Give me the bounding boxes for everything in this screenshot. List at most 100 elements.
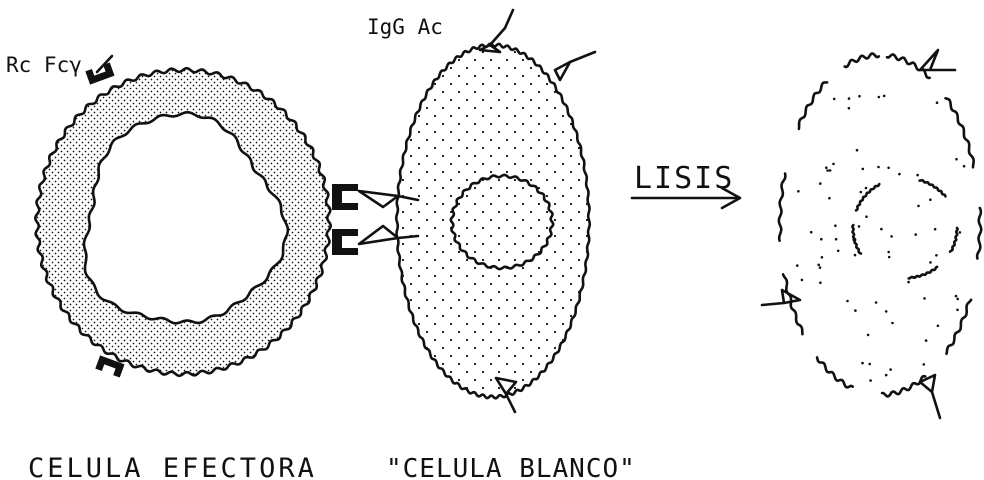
debris-dot	[848, 107, 851, 110]
membrane-fragment	[947, 300, 972, 354]
lysed-antibody-bottom	[920, 375, 940, 418]
lysed-debris-dots	[796, 95, 965, 382]
debris-dot	[890, 235, 893, 238]
debris-dot	[837, 250, 840, 253]
debris-dot	[852, 238, 855, 241]
debris-dot	[833, 98, 836, 101]
debris-dot	[875, 301, 878, 304]
membrane-fragment	[950, 228, 958, 252]
debris-dot	[856, 149, 859, 152]
lysed-cell	[762, 50, 981, 418]
debris-dot	[959, 231, 962, 234]
debris-dot	[819, 182, 822, 185]
debris-dot	[956, 298, 959, 301]
target-cell-label: "CELULA BLANCO"	[386, 454, 636, 480]
membrane-fragment	[946, 98, 974, 167]
debris-dot	[820, 238, 823, 241]
debris-dot	[923, 363, 926, 366]
debris-dot	[929, 198, 932, 201]
debris-dot	[865, 215, 868, 218]
debris-dot	[936, 101, 939, 104]
debris-dot	[854, 254, 857, 257]
membrane-fragment	[817, 357, 853, 387]
membrane-fragment	[783, 274, 802, 334]
debris-dot	[877, 166, 880, 169]
debris-dot	[887, 167, 890, 170]
debris-dot	[835, 238, 838, 241]
debris-dot	[937, 325, 940, 328]
receptor-label: Rc Fcγ	[6, 53, 82, 77]
debris-dot	[817, 264, 820, 267]
debris-dot	[885, 374, 888, 377]
lysed-antibody-left	[762, 290, 800, 305]
debris-dot	[865, 187, 868, 190]
debris-dot	[819, 281, 822, 284]
membrane-fragment	[920, 180, 946, 196]
membrane-fragment	[779, 174, 785, 241]
fc-receptor-top	[85, 63, 114, 85]
debris-dot	[828, 197, 831, 200]
debris-dot	[914, 233, 917, 236]
debris-dot	[913, 276, 916, 279]
debris-dot	[880, 228, 883, 231]
debris-dot	[867, 334, 870, 337]
membrane-fragment	[845, 54, 879, 67]
debris-dot	[832, 163, 835, 166]
debris-dot	[821, 256, 824, 259]
membrane-fragment	[882, 376, 925, 396]
debris-dot	[885, 310, 888, 313]
debris-dot	[846, 300, 849, 303]
debris-dot	[858, 225, 861, 228]
fc-receptor-bound-upper	[332, 184, 358, 210]
membrane-fragment	[799, 82, 827, 128]
effector-cell-label: CELULA EFECTORA	[28, 453, 317, 480]
antibody-top-right	[555, 52, 595, 80]
debris-dot	[858, 95, 861, 98]
debris-dot	[848, 97, 851, 100]
debris-dot	[883, 95, 886, 98]
debris-dot	[929, 261, 932, 264]
debris-dot	[917, 205, 920, 208]
debris-dot	[907, 281, 910, 284]
process-label: LISIS	[634, 161, 734, 196]
debris-dot	[826, 169, 829, 172]
effector-cell	[35, 68, 330, 376]
debris-dot	[801, 279, 804, 282]
target-cell	[396, 44, 590, 399]
debris-dot	[923, 297, 926, 300]
debris-dot	[956, 309, 959, 312]
debris-dot	[796, 264, 799, 267]
lysed-membrane-fragments	[779, 54, 981, 397]
debris-dot	[819, 266, 822, 269]
debris-dot	[955, 295, 958, 298]
debris-dot	[935, 254, 938, 257]
lysed-antibodies	[762, 50, 955, 418]
debris-dot	[889, 368, 892, 371]
debris-dot	[887, 251, 890, 254]
debris-dot	[797, 190, 800, 193]
membrane-fragment	[856, 184, 879, 210]
debris-dot	[955, 158, 958, 161]
debris-dot	[862, 168, 865, 171]
fc-receptor-bound-lower	[332, 229, 358, 255]
debris-dot	[878, 96, 881, 99]
debris-dot	[891, 322, 894, 325]
debris-dot	[829, 169, 832, 172]
debris-dot	[888, 256, 891, 259]
debris-dot	[925, 339, 928, 342]
debris-dot	[898, 173, 901, 176]
debris-dot	[860, 191, 863, 194]
debris-dot	[869, 379, 872, 382]
debris-dot	[934, 228, 937, 231]
debris-dot	[861, 362, 864, 365]
debris-dot	[963, 165, 966, 168]
antibody-label: IgG Ac	[367, 15, 443, 39]
debris-dot	[868, 363, 871, 366]
debris-dot	[854, 309, 857, 312]
debris-dot	[825, 166, 828, 169]
debris-dot	[916, 174, 919, 177]
debris-dot	[834, 224, 837, 227]
debris-dot	[810, 231, 813, 234]
lysed-antibody-top	[920, 50, 955, 70]
